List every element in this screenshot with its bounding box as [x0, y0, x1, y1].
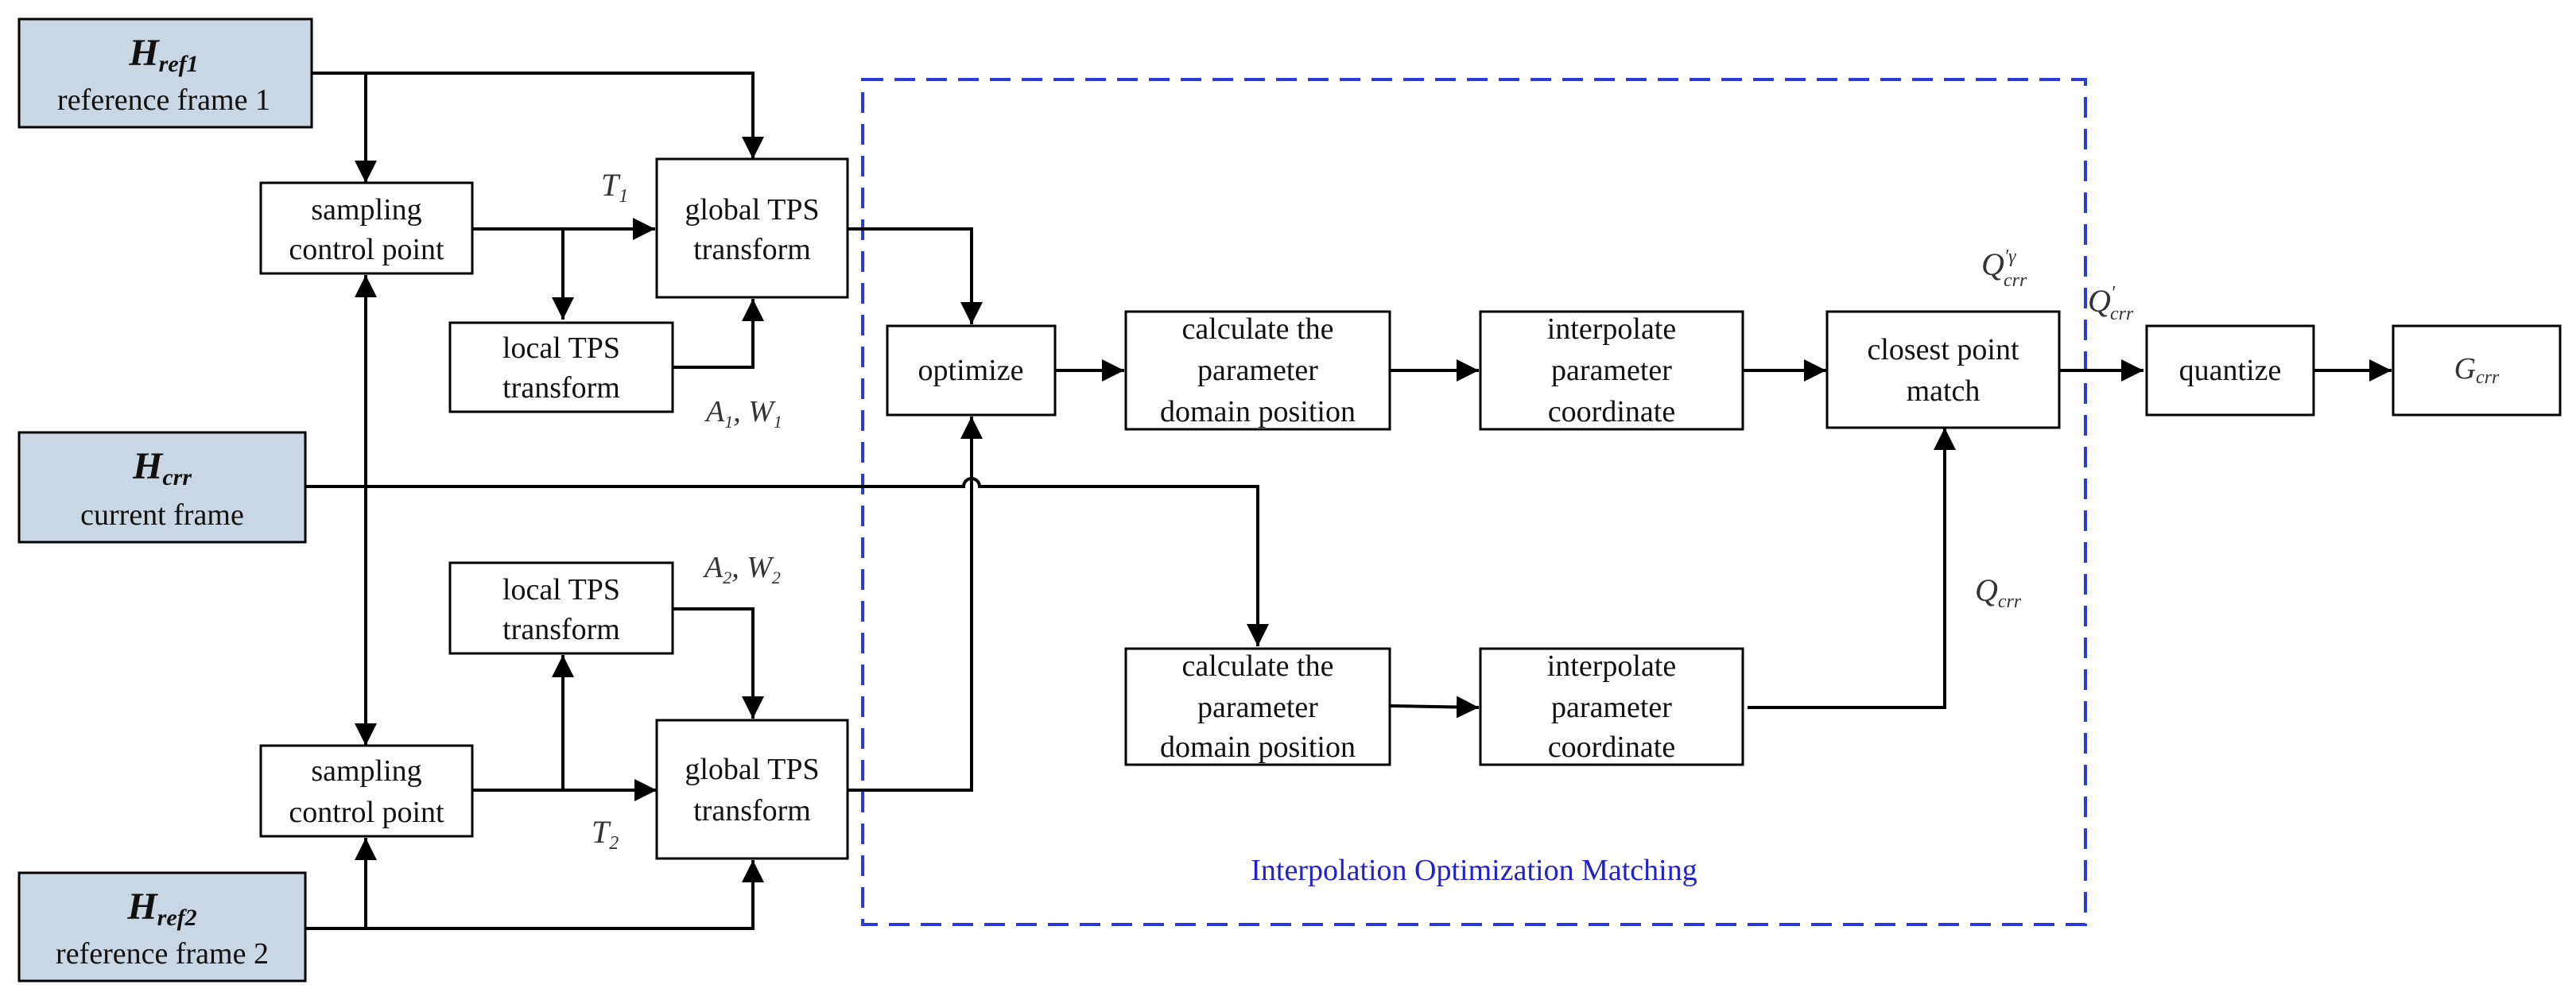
input-ref1: Href1 reference frame 1 — [17, 17, 313, 129]
input-ref2-sub: ref2 — [157, 905, 197, 931]
local-2-line-2: transform — [502, 613, 620, 646]
sampling-control-point-1: sampling control point — [259, 181, 474, 275]
calc-2-line-3: domain position — [1160, 731, 1356, 764]
calc-param-domain-1: calculate the parameter domain position — [1124, 310, 1391, 431]
input-crr: Hcrr current frame — [17, 431, 307, 544]
connectors — [305, 72, 2392, 930]
calc-1-line-2: parameter — [1197, 354, 1318, 387]
input-crr-symbol: H — [132, 445, 164, 487]
symbol-a1-w1: A1, W1 — [704, 395, 782, 432]
input-ref2-symbol: H — [126, 886, 158, 928]
output-gcrr: Gcrr — [2392, 324, 2562, 417]
interp-2-line-2: parameter — [1551, 691, 1672, 724]
interp-1-line-3: coordinate — [1548, 395, 1675, 428]
calc-1-line-3: domain position — [1160, 395, 1356, 428]
quantize-label: quantize — [2179, 354, 2282, 387]
global-2-line-1: global TPS — [685, 753, 819, 786]
local-tps-transform-1: local TPS transform — [448, 321, 674, 413]
symbol-t2: T2 — [592, 814, 619, 854]
sampling-control-point-2: sampling control point — [259, 744, 474, 838]
input-ref1-label: reference frame 1 — [57, 83, 270, 117]
interpolate-param-1: interpolate parameter coordinate — [1479, 310, 1744, 431]
global-1-line-1: global TPS — [685, 193, 819, 227]
global-tps-transform-1: global TPS transform — [655, 157, 849, 299]
sampling-2-line-1: sampling — [311, 754, 421, 788]
interp-1-line-1: interpolate — [1547, 312, 1676, 346]
svg-text:Href2: Href2 — [126, 886, 196, 931]
svg-text:Href1: Href1 — [128, 32, 198, 77]
input-ref1-sub: ref1 — [159, 51, 199, 77]
sampling-1-line-1: sampling — [311, 193, 421, 227]
optimize-block: optimize — [886, 324, 1057, 417]
optimize-label: optimize — [918, 354, 1024, 387]
local-1-line-2: transform — [502, 371, 620, 405]
global-tps-transform-2: global TPS transform — [655, 719, 849, 860]
symbol-q: Qcrr — [1975, 572, 2022, 612]
closest-line-1: closest point — [1867, 333, 2019, 366]
interp-2-line-1: interpolate — [1547, 649, 1676, 683]
input-crr-label: current frame — [80, 498, 244, 532]
output-symbol: G — [2454, 352, 2476, 386]
symbol-a2-w2: A2, W2 — [702, 551, 781, 587]
local-1-line-1: local TPS — [502, 331, 620, 365]
symbol-q-prime: Q′crr — [2088, 283, 2134, 324]
closest-point-match: closest point match — [1825, 310, 2061, 429]
symbol-t1: T1 — [601, 167, 628, 207]
interpolate-param-2: interpolate parameter coordinate — [1479, 647, 1744, 766]
input-ref1-symbol: H — [128, 32, 160, 74]
calc-2-line-2: parameter — [1197, 691, 1318, 724]
global-1-line-2: transform — [693, 233, 811, 266]
input-ref2: Href2 reference frame 2 — [17, 871, 307, 983]
sampling-1-line-2: control point — [289, 233, 444, 266]
calc-1-line-1: calculate the — [1182, 312, 1334, 346]
interpolation-region — [861, 78, 2087, 926]
output-sub: crr — [2476, 367, 2500, 388]
input-ref2-label: reference frame 2 — [56, 937, 269, 971]
sampling-2-line-2: control point — [289, 796, 444, 829]
input-crr-sub: crr — [162, 464, 192, 490]
interp-2-line-3: coordinate — [1548, 731, 1675, 764]
calc-2-line-1: calculate the — [1182, 649, 1334, 683]
svg-text:Gcrr: Gcrr — [2454, 352, 2500, 388]
interp-1-line-2: parameter — [1551, 354, 1672, 387]
closest-line-2: match — [1907, 374, 1980, 408]
local-tps-transform-2: local TPS transform — [448, 561, 674, 655]
region-label: Interpolation Optimization Matching — [1251, 854, 1697, 887]
local-2-line-1: local TPS — [502, 573, 620, 607]
global-2-line-2: transform — [693, 794, 811, 828]
quantize-block: quantize — [2145, 324, 2315, 417]
svg-text:Hcrr: Hcrr — [132, 445, 192, 490]
calc-param-domain-2: calculate the parameter domain position — [1124, 647, 1391, 766]
